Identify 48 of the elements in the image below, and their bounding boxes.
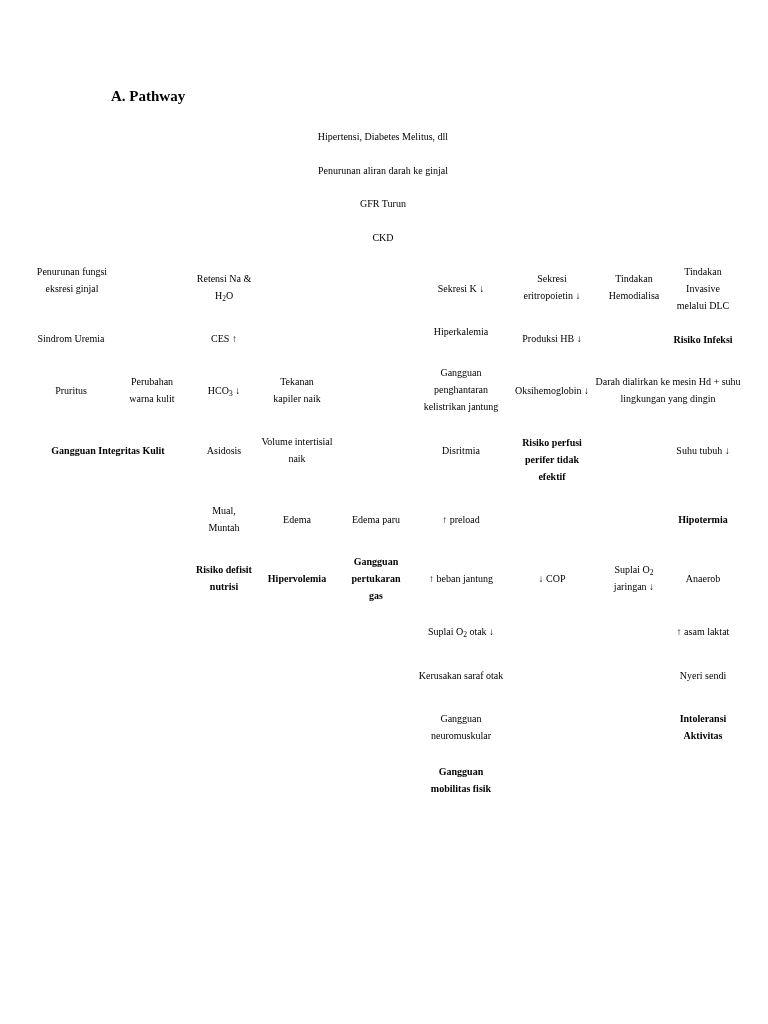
pathway-text: ↑ asam laktat	[675, 624, 731, 639]
pathway-text: Risiko defisit nutrisi	[195, 563, 253, 594]
pathway-text: Perubahan warna kulit	[128, 375, 176, 406]
pathway-text: Gangguan mobilitas fisik	[429, 765, 493, 796]
pathway-text: Produksi HB ↓	[521, 331, 583, 346]
pathway-text: Intoleransi Aktivitas	[678, 712, 728, 743]
pathway-text: ↓ COP	[537, 571, 567, 586]
pathway-text: Penurunan fungsi eksresi ginjal	[35, 265, 109, 296]
pathway-text: Volume intertisial naik	[261, 435, 333, 466]
pathway-text: HCO$_{3}$ ↓	[206, 383, 242, 399]
pathway-text: Mual, Muntah	[207, 504, 241, 535]
pathway-text: CES ↑	[210, 331, 238, 346]
pathway-text: Anaerob	[684, 571, 722, 586]
pathway-text: Risiko perfusi perifer tidak efektif	[521, 435, 583, 484]
pathway-text: Gangguan pertukaran gas	[350, 554, 402, 603]
pathway-text: Gangguan Integritas Kulit	[50, 443, 166, 458]
pathway-text: Edema	[282, 512, 312, 527]
pathway-text: Sekresi K ↓	[436, 281, 486, 296]
pathway-text: Retensi Na & H$_{2}$O	[195, 272, 253, 304]
section-heading: A. Pathway	[111, 87, 186, 105]
pathway-text: Hiperkalemia	[432, 324, 490, 339]
pathway-text: CKD	[371, 230, 395, 245]
pathway-text: Suplai O$_{2}$ jaringan ↓	[612, 563, 656, 594]
pathway-text: Nyeri sendi	[678, 668, 728, 683]
pathway-text: Tindakan Invasive melalui DLC	[675, 264, 731, 313]
pathway-text: Disritmia	[441, 443, 481, 458]
pathway-text: Oksihemoglobin ↓	[513, 383, 591, 398]
pathway-text: Asidosis	[205, 443, 243, 458]
pathway-text: ↑ beban jantung	[428, 571, 494, 586]
pathway-text: ↑ preload	[441, 512, 481, 527]
pathway-text: Hipervolemia	[266, 571, 328, 586]
pathway-text: Gangguan neuromuskular	[430, 712, 492, 743]
pathway-text: Risiko Infeksi	[672, 332, 734, 347]
pathway-text: Tindakan Hemodialisa	[607, 272, 661, 303]
pathway-text: Hipertensi, Diabetes Melitus, dll	[316, 129, 450, 144]
pathway-text: Darah dialirkan ke mesin Hd + suhu lingkungan yang dingin	[594, 375, 742, 406]
pathway-text: Sekresi eritropoietin ↓	[522, 272, 582, 303]
pathway-text: Penurunan aliran darah ke ginjal	[317, 163, 449, 178]
pathway-text: Sindrom Uremia	[36, 331, 106, 346]
pathway-text: Suhu tubuh ↓	[675, 443, 731, 458]
pathway-text: Gangguan penghantaran kelistrikan jantung	[422, 365, 500, 414]
pathway-text: Kerusakan saraf otak	[417, 668, 505, 683]
pathway-text: Edema paru	[350, 512, 401, 527]
pathway-text: Suplai O$_{2}$ otak ↓	[426, 624, 496, 640]
pathway-text: Pruritus	[54, 383, 88, 398]
pathway-text: GFR Turun	[359, 196, 407, 211]
pathway-text: Tekanan kapiler naik	[272, 375, 322, 406]
pathway-text: Hipotermia	[677, 512, 729, 527]
